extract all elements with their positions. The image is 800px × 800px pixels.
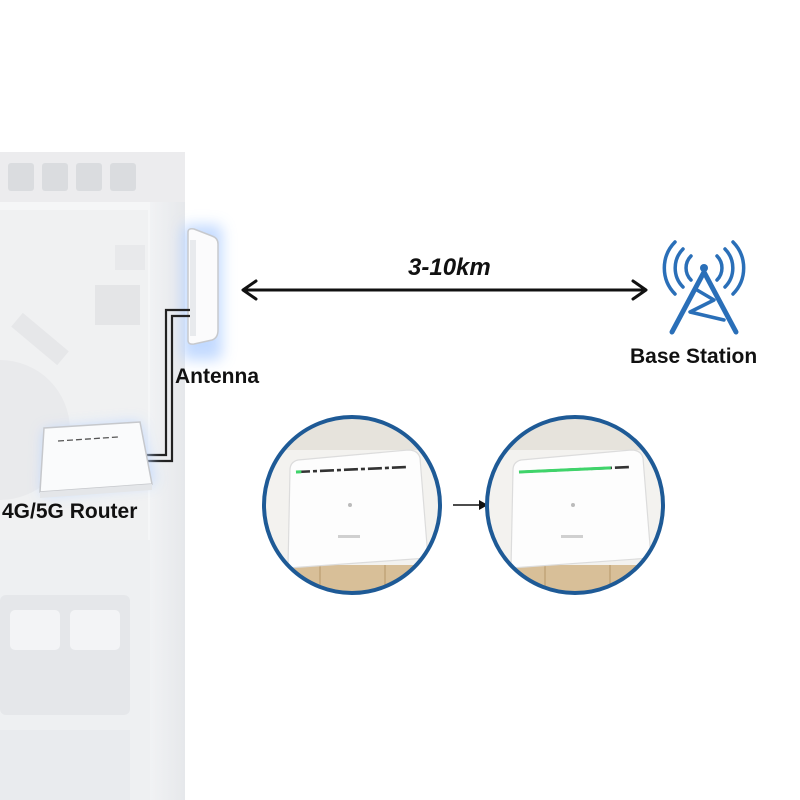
router-signal-before-circle	[262, 415, 442, 595]
cell-tower-icon	[662, 240, 746, 335]
comparison-arrow	[453, 500, 488, 510]
antenna-label: Antenna	[175, 365, 259, 388]
antenna	[182, 225, 222, 360]
router	[39, 421, 155, 498]
antenna-cable	[138, 308, 190, 463]
base-station-label: Base Station	[630, 345, 758, 368]
distance-label: 3-10km	[408, 254, 491, 281]
router-signal-after-circle	[485, 415, 665, 595]
distance-arrow	[241, 279, 648, 301]
router-label: 4G/5G Router	[2, 500, 138, 523]
